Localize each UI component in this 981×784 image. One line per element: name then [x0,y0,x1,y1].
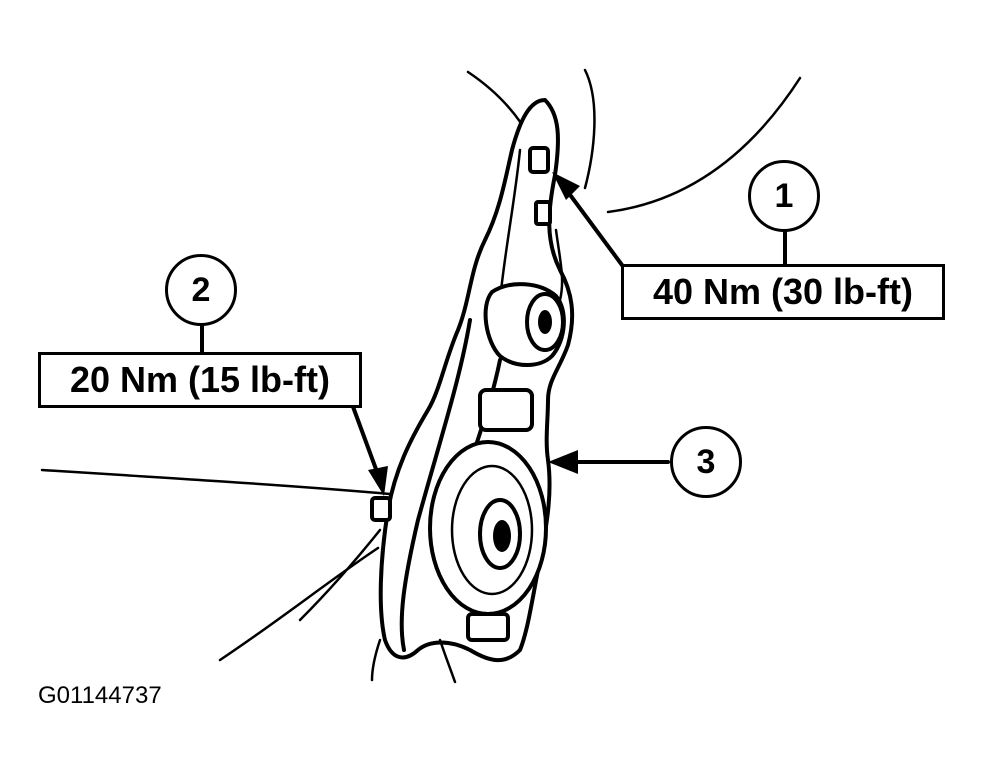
leader-2-arrow-line [350,402,382,482]
callout-1-number: 1 [774,176,794,215]
pulley-inner-ring [450,464,534,596]
callout-2-number: 2 [191,270,211,309]
drive-belt-left-run [399,318,472,652]
callout-1-torque: 40 Nm (30 lb-ft) [652,271,914,312]
bracket-rib [554,228,564,302]
figure-id: G01144737 [38,682,162,709]
leader-1-arrowhead [552,172,580,200]
leader-2-arrowhead [368,466,388,496]
callout-1-circle: 1 [748,160,820,232]
bracket-lower-line-right [438,638,457,684]
bolt-1-head [528,146,550,174]
bracket-lower-line-left [370,638,382,682]
bracket-bottom-tab [466,612,510,642]
callout-1-torque-box: 40 Nm (30 lb-ft) [621,264,945,320]
callout-2-torque-box: 20 Nm (15 lb-ft) [38,352,362,408]
hose-line-upper [298,528,382,622]
tensioner-block [478,388,534,432]
hose-line-lower [218,546,380,662]
callout-2-circle: 2 [165,254,237,326]
leader-3-arrowhead [548,450,578,474]
bracket-edge-line [498,148,522,302]
engine-contour-top-right [606,76,802,214]
engine-contour-left [40,468,392,496]
engine-contour-top-mid [583,68,596,190]
bolt-2-head [370,496,392,522]
callout-3-number: 3 [696,442,716,481]
callout-3-circle: 3 [670,426,742,498]
pulley-bolt-center [493,520,511,552]
callout-2-torque: 20 Nm (15 lb-ft) [69,359,331,400]
arm-pivot-center [538,310,552,334]
bracket-slot [534,200,552,226]
leader-1-arrow-line [563,186,624,267]
